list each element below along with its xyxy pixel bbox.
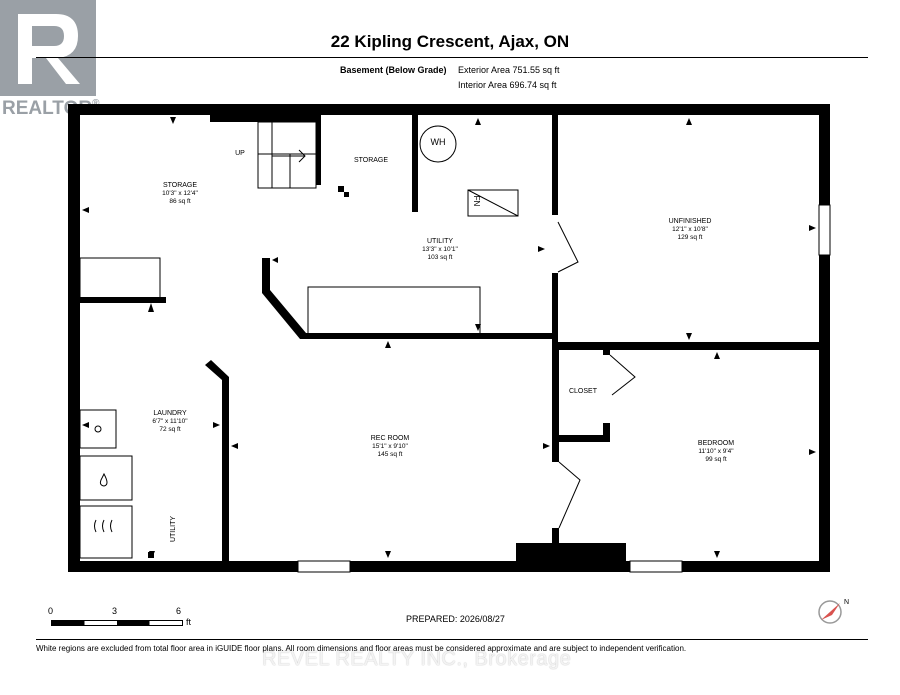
scale-unit: ft [186,617,192,627]
room-laundry: LAUNDRY 6'7" x 11'10" 72 sq ft [120,410,220,434]
interior-walls [80,115,819,561]
room-dimensions: 15'1" x 9'10" [372,443,408,450]
level-label: Basement (Below Grade) [340,65,447,75]
room-area: 72 sq ft [159,426,181,433]
room-dimensions: 6'7" x 11'10" [152,418,188,425]
exterior-area: Exterior Area 751.55 sq ft [458,65,560,75]
page-title: 22 Kipling Crescent, Ajax, ON [330,32,570,51]
scale-tick-6: 6 [176,606,182,616]
scale-tick-0: 0 [48,606,54,616]
room-utility: UTILITY 13'3" x 10'1" 103 sq ft [390,238,490,262]
room-unfinished: UNFINISHED 12'1" x 10'8" 129 sq ft [640,218,740,242]
logo-registered-mark: ® [92,98,100,109]
room-name: UNFINISHED [668,218,712,225]
room-area: 103 sq ft [427,254,453,261]
room-area: 99 sq ft [705,456,727,463]
room-area: 129 sq ft [677,234,703,241]
dimension-arrows [82,117,816,558]
fixtures [79,121,636,559]
footer-divider [36,639,868,640]
disclaimer-text: White regions are excluded from total fl… [36,644,687,653]
scale-bar: 0 3 6 ft [46,606,206,630]
windows [297,204,831,573]
water-heater-label: WH [430,137,446,147]
furnace-label: FN [472,195,481,207]
room-closet: CLOSET [568,388,597,395]
room-area: 86 sq ft [169,198,191,205]
scale-ruler [51,620,183,626]
brokerage-watermark: REVEL REALTY INC., Brokerage [262,648,572,670]
prepared-date: PREPARED: 2026/08/27 [406,614,505,624]
small-posts [148,186,349,558]
room-dimensions: 11'10" x 9'4" [698,448,734,455]
interior-area: Interior Area 696.74 sq ft [458,80,557,90]
room-name: LAUNDRY [153,410,187,417]
room-bedroom: BEDROOM 11'10" x 9'4" 99 sq ft [666,440,766,464]
header-divider [36,57,868,58]
room-name: STORAGE [162,182,198,189]
room-rec-room: REC ROOM 15'1" x 9'10" 145 sq ft [340,435,440,459]
exterior-walls [68,104,830,572]
scale-tick-3: 3 [112,606,118,616]
room-name: BEDROOM [697,440,735,447]
room-name: REC ROOM [370,435,410,442]
room-dimensions: 10'3" x 12'4" [162,190,198,197]
room-dimensions: 12'1" x 10'8" [672,226,708,233]
room-storage-left: STORAGE 10'3" x 12'4" 86 sq ft [135,182,225,206]
compass-icon: N [818,599,849,624]
room-area: 145 sq ft [377,451,403,458]
label-up: UP [235,150,245,157]
room-name: UTILITY [426,238,454,245]
room-utility-small: UTILITY [170,515,177,543]
room-dimensions: 13'3" x 10'1" [422,246,458,253]
compass-north-label: N [844,599,849,606]
room-storage-small: STORAGE [353,157,389,164]
